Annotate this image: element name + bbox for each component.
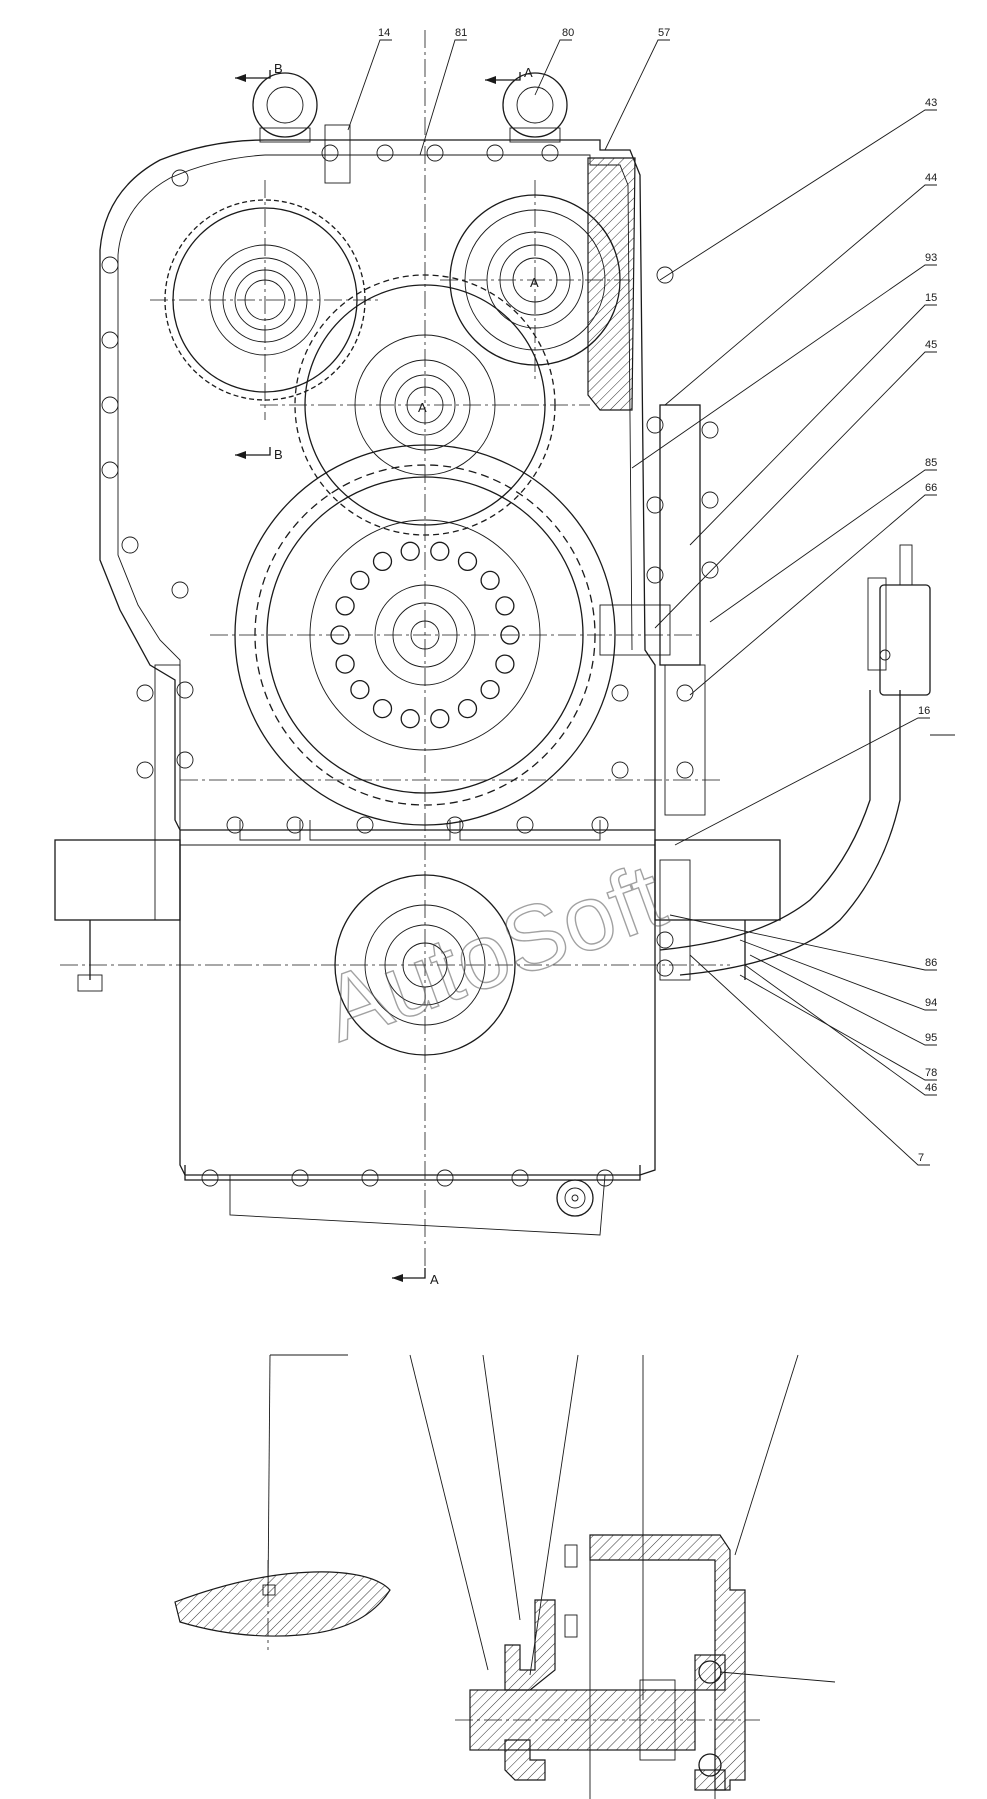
callout-leaders xyxy=(347,39,937,1166)
bolt-hole xyxy=(101,396,119,414)
callout-57: 57 xyxy=(658,27,670,39)
bolt-hole xyxy=(611,761,629,779)
bolt-hole xyxy=(356,816,374,834)
bolt-hole xyxy=(436,1169,454,1187)
bolt-hole xyxy=(101,256,119,274)
clutch-roller xyxy=(495,654,515,674)
clutch-roller xyxy=(457,698,478,719)
callout-94: 94 xyxy=(925,997,937,1009)
detail-section-slice xyxy=(174,1354,391,1650)
callout-93: 93 xyxy=(925,252,937,264)
bolt-hole xyxy=(101,331,119,349)
clutch-roller xyxy=(480,570,500,591)
callout-16: 16 xyxy=(918,705,930,717)
housing-outline xyxy=(99,139,656,1236)
clutch-roller xyxy=(372,551,393,572)
bolt-hole xyxy=(361,1169,379,1187)
detail-shaft-section xyxy=(409,1354,836,1799)
bolt-hole xyxy=(656,959,674,977)
clutch-roller xyxy=(372,698,393,719)
clutch-roller xyxy=(480,679,500,700)
center-lines xyxy=(60,30,730,1270)
lifting-eye-right xyxy=(502,72,568,143)
callout-43: 43 xyxy=(925,97,937,109)
callout-66: 66 xyxy=(925,482,937,494)
section-mark-a-bottom: A xyxy=(430,1272,439,1287)
bolt-hole xyxy=(121,536,139,554)
bolt-hole xyxy=(676,761,694,779)
bolt-hole xyxy=(176,751,194,769)
clutch-roller xyxy=(495,596,515,616)
bolt-hole xyxy=(541,144,559,162)
section-marks: B A B A A A xyxy=(235,61,539,1287)
callout-45: 45 xyxy=(925,339,937,351)
bolt-hole xyxy=(446,816,464,834)
bolt-hole xyxy=(611,684,629,702)
callout-7: 7 xyxy=(918,1152,924,1164)
callout-46: 46 xyxy=(925,1082,937,1094)
bolt-hole xyxy=(426,144,444,162)
bolt-hole xyxy=(171,581,189,599)
watermark-text: AutoSoft xyxy=(311,844,678,1061)
bolt-hole xyxy=(321,144,339,162)
bolt-hole xyxy=(376,144,394,162)
bolt-hole xyxy=(656,266,674,284)
bolt-hole xyxy=(596,1169,614,1187)
bolt-hole xyxy=(176,681,194,699)
callout-14: 14 xyxy=(378,27,390,39)
callout-85: 85 xyxy=(925,457,937,469)
callout-labels: 14 81 80 57 43 44 93 15 45 85 66 16 86 9… xyxy=(378,27,937,1164)
bolt-hole xyxy=(486,144,504,162)
bolt-hole xyxy=(516,816,534,834)
bolt-hole xyxy=(646,566,664,584)
callout-15: 15 xyxy=(925,292,937,304)
callout-81: 81 xyxy=(455,27,467,39)
right-mount xyxy=(654,839,781,980)
bolt-hole xyxy=(511,1169,529,1187)
housing-bolts xyxy=(101,144,719,1187)
bolt-hole xyxy=(226,816,244,834)
clutch-roller xyxy=(430,709,450,729)
clutch-roller xyxy=(335,654,355,674)
bolt-hole xyxy=(646,496,664,514)
bolt-hole xyxy=(656,931,674,949)
clutch-roller xyxy=(350,679,370,700)
clutch-roller xyxy=(335,596,355,616)
bolt-hole xyxy=(591,816,609,834)
bolt-hole xyxy=(291,1169,309,1187)
bolt-hole xyxy=(101,461,119,479)
bolt-hole xyxy=(646,416,664,434)
hose-assembly xyxy=(659,544,955,976)
callout-86: 86 xyxy=(925,957,937,969)
bolt-hole xyxy=(136,684,154,702)
clutch-roller xyxy=(430,541,450,561)
clutch-roller xyxy=(400,541,420,561)
bolt-hole xyxy=(701,491,719,509)
clutch-roller xyxy=(457,551,478,572)
clutch-roller xyxy=(400,709,420,729)
section-mark-a-gear2: A xyxy=(418,400,427,415)
lifting-eye-left xyxy=(252,72,318,143)
section-mark-b-top: B xyxy=(274,61,283,76)
breather-block xyxy=(324,124,351,184)
drain-plug xyxy=(556,1179,594,1217)
clutch-rollers xyxy=(330,541,520,729)
section-mark-a-top: A xyxy=(524,65,533,80)
callout-95: 95 xyxy=(925,1032,937,1044)
bolt-hole xyxy=(201,1169,219,1187)
section-mark-a-gear1: A xyxy=(530,275,539,290)
bolt-hole xyxy=(171,169,189,187)
bolt-hole xyxy=(136,761,154,779)
bolt-hole xyxy=(701,561,719,579)
bolt-hole xyxy=(286,816,304,834)
left-mount xyxy=(54,664,181,992)
bolt-hole xyxy=(701,421,719,439)
clutch-roller xyxy=(350,570,370,591)
callout-80: 80 xyxy=(562,27,574,39)
callout-78: 78 xyxy=(925,1067,937,1079)
section-mark-b-mid: B xyxy=(274,447,283,462)
bolt-hole xyxy=(676,684,694,702)
callout-44: 44 xyxy=(925,172,937,184)
